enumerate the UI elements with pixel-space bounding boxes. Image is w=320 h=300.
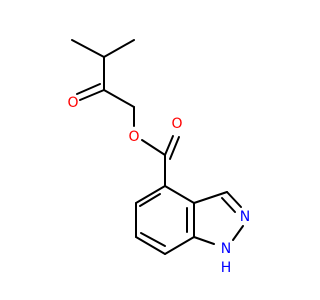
- bond-carbonyl-double-a: [164, 135, 174, 156]
- atom-labels: O O O N N H: [67, 95, 250, 276]
- bond-ketone-double-b: [76, 83, 101, 95]
- bond-pyrazole-c3: [193, 191, 228, 204]
- bond-pyrazole-nn: [232, 225, 244, 241]
- bond-ketone-ch2: [103, 89, 135, 108]
- ring-nitrogen-label: N: [240, 209, 250, 225]
- bond-ring-3: [135, 236, 166, 255]
- bond-pyrazole-c3n-b: [221, 197, 236, 213]
- nh-hydrogen-label: H: [221, 260, 232, 276]
- bond-pyrazole-nh-c: [193, 236, 215, 245]
- bonds: [71, 39, 244, 255]
- ketone-oxygen-label: O: [67, 95, 78, 111]
- carbonyl-oxygen-label: O: [171, 116, 182, 132]
- bond-ring-4: [164, 236, 195, 255]
- bond-pyrazole-c3n-a: [226, 191, 242, 208]
- ester-oxygen-label: O: [128, 129, 139, 145]
- bond-oxygen-carbonyl: [141, 139, 166, 156]
- bond-ring-1-inner: [139, 193, 161, 207]
- bond-ketone-double-a: [79, 89, 105, 101]
- bond-methyl-right: [103, 39, 135, 58]
- bond-carbonyl-double-b: [169, 136, 180, 160]
- bond-ring-6: [164, 185, 195, 204]
- bond-ring-1: [135, 185, 166, 204]
- bond-ring-3-inner: [140, 232, 166, 247]
- nh-nitrogen-label: N: [221, 241, 231, 257]
- chemical-structure: O O O N N H: [67, 39, 250, 276]
- bond-methyl-left: [71, 39, 105, 58]
